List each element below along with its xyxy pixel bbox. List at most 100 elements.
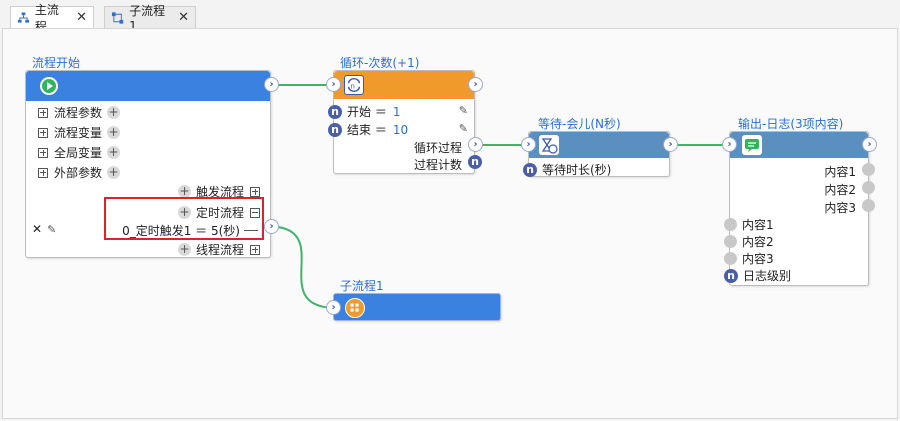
tab-main-flow-close-icon[interactable]: ✕	[76, 10, 87, 25]
log-out-label: 内容2	[824, 183, 856, 197]
trigger-label: 触发流程	[195, 185, 244, 199]
start-node-title: 流程开始	[32, 56, 81, 70]
trigger-row-thread[interactable]: + 线程流程	[177, 241, 260, 258]
expand-icon[interactable]	[38, 147, 48, 158]
input-port-icon[interactable]	[724, 235, 737, 248]
loop-process-port[interactable]: ›	[468, 137, 483, 152]
log-out-label: 内容3	[824, 201, 856, 215]
wait-out-port[interactable]: ›	[663, 137, 678, 152]
loop-count-label: 过程计数	[413, 158, 462, 172]
number-port-icon[interactable]: n	[328, 122, 342, 137]
tab-main-flow[interactable]: 主流程 ✕	[10, 3, 94, 34]
wait-node-title: 等待-会儿(N秒)	[538, 117, 621, 131]
tab-subflow1-close-icon[interactable]: ✕	[178, 10, 189, 25]
log-out-port-3[interactable]	[862, 199, 875, 212]
param-row-flow-params[interactable]: 流程参数 +	[38, 104, 121, 121]
log-out-port[interactable]: ›	[862, 137, 877, 152]
log-in-row-1[interactable]: 内容1	[724, 216, 774, 233]
loop-start-row[interactable]: n 开始 ＝ 1	[328, 103, 400, 120]
log-in-row-2[interactable]: 内容2	[724, 233, 774, 250]
log-out-row-1: 内容1	[824, 163, 856, 180]
flow-tree-icon	[17, 11, 29, 23]
timer-wait-icon[interactable]	[539, 135, 559, 155]
log-out-port-2[interactable]	[862, 181, 875, 194]
edit-icon[interactable]: ✎	[47, 222, 57, 236]
start-node[interactable]: 流程参数 + 流程变量 + 全局变量 + 外部参数 + + 触发流程 + 定时流…	[25, 70, 271, 258]
chat-log-icon[interactable]	[742, 135, 762, 155]
collapse-icon[interactable]	[250, 207, 260, 218]
input-port-icon[interactable]	[724, 252, 737, 265]
loop-end-row[interactable]: n 结束 ＝ 10	[328, 121, 408, 138]
param-label: 外部参数	[54, 166, 103, 180]
log-out-label: 内容1	[824, 165, 856, 179]
subflow-icon	[111, 11, 124, 24]
param-row-external-params[interactable]: 外部参数 +	[38, 164, 121, 181]
loop-count-row: 过程计数	[414, 156, 462, 173]
trigger-row-timer[interactable]: + 定时流程	[177, 204, 260, 221]
wait-in-port[interactable]: ›	[521, 137, 536, 152]
add-icon[interactable]: +	[107, 165, 121, 179]
param-label: 全局变量	[54, 146, 103, 160]
add-icon[interactable]: +	[107, 125, 121, 139]
tab-bar: 主流程 ✕ 子流程1 ✕	[0, 0, 900, 34]
number-port-icon[interactable]: n	[523, 162, 537, 177]
node-actions: ✕ ✎	[32, 222, 56, 236]
log-level-row[interactable]: n 日志级别	[724, 267, 791, 284]
wait-node-header[interactable]	[529, 132, 669, 158]
log-out-row-3: 内容3	[824, 199, 856, 216]
expand-icon[interactable]	[38, 107, 48, 118]
delete-icon[interactable]: ✕	[32, 222, 43, 236]
add-icon[interactable]: +	[177, 184, 191, 198]
loop-node-header[interactable]: n	[334, 71, 474, 99]
timer-item[interactable]: 0_定时触发1 ＝ 5(秒)	[122, 222, 258, 239]
loop-node[interactable]: n n 开始 ＝ 1 ✎ n 结束 ＝ 10 ✎ 循环过程 过程计数	[328, 70, 475, 174]
wait-param-row[interactable]: n 等待时长(秒)	[523, 161, 611, 178]
loop-process-row: 循环过程	[414, 139, 462, 156]
loop-counter-icon[interactable]: n	[344, 75, 364, 95]
sub-node-title: 子流程1	[340, 279, 384, 293]
tab-subflow1[interactable]: 子流程1 ✕	[104, 4, 196, 33]
add-icon[interactable]: +	[177, 205, 191, 219]
loop-start-label: 开始 ＝	[347, 105, 387, 119]
log-in-label: 内容1	[742, 218, 774, 232]
param-row-flow-vars[interactable]: 流程变量 +	[38, 124, 121, 141]
add-icon[interactable]: +	[107, 145, 121, 159]
wait-param-label: 等待时长(秒)	[542, 163, 612, 177]
number-port-icon[interactable]: n	[328, 104, 342, 119]
log-node[interactable]: 内容1 内容2 内容3 内容1 内容2 内容3 n 日志级别	[724, 131, 869, 286]
sub-in-port[interactable]: ›	[326, 300, 341, 315]
loop-in-port[interactable]: ›	[326, 77, 341, 92]
trigger-label: 线程流程	[195, 243, 244, 257]
sub-node[interactable]	[333, 293, 501, 321]
param-label: 流程参数	[54, 106, 103, 120]
loop-count-port[interactable]: n	[468, 155, 482, 169]
start-node-header[interactable]	[26, 71, 270, 101]
play-icon[interactable]	[40, 77, 58, 95]
edit-icon[interactable]: ✎	[458, 122, 468, 135]
start-out-port[interactable]: ›	[264, 77, 279, 92]
expand-icon[interactable]	[250, 186, 260, 197]
wait-node[interactable]: n 等待时长(秒)	[523, 131, 670, 177]
loop-end-value: 10	[392, 122, 409, 137]
loop-node-title: 循环-次数(+1)	[340, 56, 420, 70]
timer-out-port[interactable]: ›	[264, 219, 279, 234]
loop-out-port[interactable]: ›	[468, 77, 483, 92]
input-port-icon[interactable]	[724, 218, 737, 231]
edit-icon[interactable]: ✎	[458, 104, 468, 117]
expand-icon[interactable]	[250, 244, 260, 255]
param-row-global-vars[interactable]: 全局变量 +	[38, 144, 121, 161]
number-port-icon[interactable]: n	[724, 268, 738, 283]
log-in-row-3[interactable]: 内容3	[724, 250, 774, 267]
subflow-node-icon[interactable]	[345, 298, 365, 318]
param-label: 流程变量	[54, 126, 103, 140]
log-in-port[interactable]: ›	[722, 137, 737, 152]
add-icon[interactable]: +	[107, 105, 121, 119]
loop-start-value: 1	[392, 104, 401, 119]
expand-icon[interactable]	[38, 167, 48, 178]
log-node-header[interactable]	[730, 132, 868, 158]
expand-icon[interactable]	[38, 127, 48, 138]
log-out-port-1[interactable]	[862, 163, 875, 176]
add-icon[interactable]: +	[177, 242, 191, 256]
connector-line	[244, 230, 258, 231]
trigger-row-trigger[interactable]: + 触发流程	[177, 183, 260, 200]
